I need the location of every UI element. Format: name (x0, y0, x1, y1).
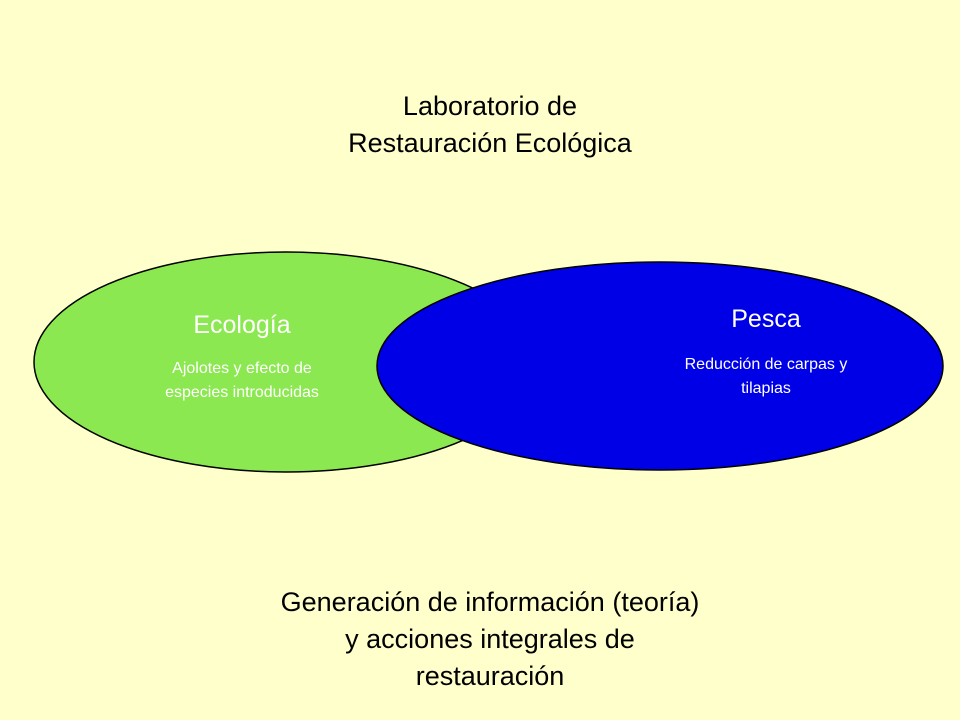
pesca-label: Pesca (731, 305, 801, 333)
footer-line-2: y acciones integrales de (345, 624, 635, 654)
pesca-desc-line-2: tilapias (741, 380, 791, 397)
ecologia-label: Ecología (193, 311, 291, 339)
ecologia-desc-line-2: especies introducidas (165, 384, 319, 401)
diagram-title: Laboratorio de Restauración Ecológica (230, 88, 750, 162)
title-line-2: Restauración Ecológica (348, 128, 632, 158)
pesca-description: Reducción de carpas y tilapias (636, 353, 896, 401)
footer-text: Generación de información (teoría) y acc… (180, 584, 800, 695)
ecologia-desc-line-1: Ajolotes y efecto de (172, 360, 312, 377)
pesca-ellipse (376, 261, 944, 471)
ecologia-description: Ajolotes y efecto de especies introducid… (112, 357, 372, 405)
pesca-desc-line-1: Reducción de carpas y (684, 356, 848, 373)
title-line-1: Laboratorio de (402, 91, 578, 121)
footer-line-3: restauración (415, 661, 565, 691)
footer-line-1: Generación de información (teoría) (280, 587, 700, 617)
